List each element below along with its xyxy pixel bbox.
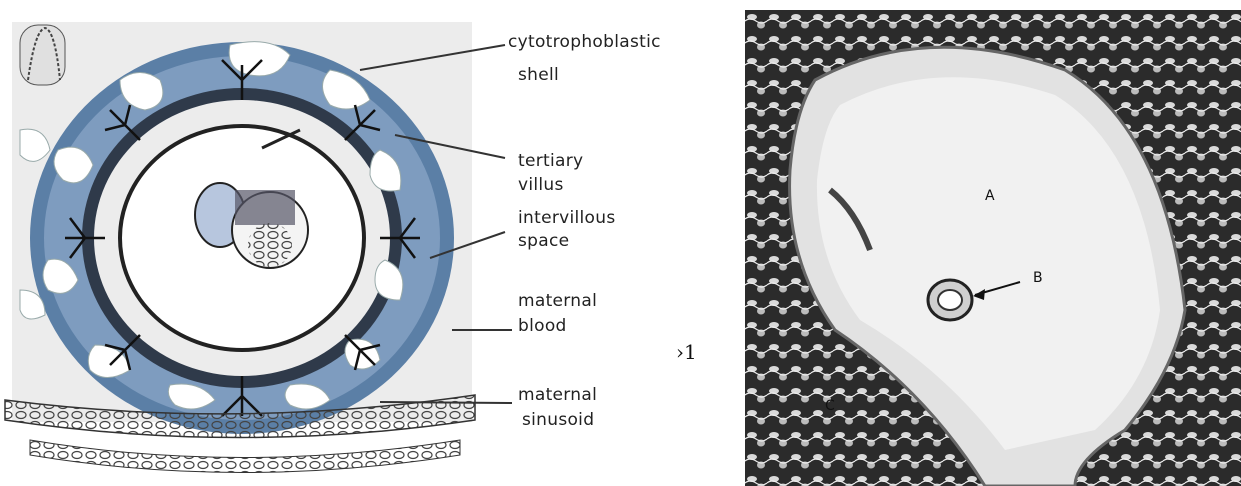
label-b: B xyxy=(1033,270,1043,286)
label-blood: blood xyxy=(518,316,567,336)
label-maternal-blood-1: maternal xyxy=(518,291,597,311)
chorionic-sac-diagram: cytotrophoblastic shell tertiary villus … xyxy=(0,0,680,486)
chorionic-sac-micrograph: A B C xyxy=(745,10,1241,486)
label-space: space xyxy=(518,231,569,251)
label-shell: shell xyxy=(518,65,559,85)
label-a: A xyxy=(985,188,995,204)
label-tertiary: tertiary xyxy=(518,151,583,171)
label-maternal-sinusoid-1: maternal xyxy=(518,385,597,405)
uterine-gland xyxy=(20,25,65,85)
embryo-structure-b xyxy=(928,280,972,320)
label-intervillous: intervillous xyxy=(518,208,615,228)
figure-number-fragment: ›1 xyxy=(676,340,697,364)
label-c: C xyxy=(825,398,835,414)
label-sinusoid: sinusoid xyxy=(522,410,594,430)
diagram-labels: cytotrophoblastic shell tertiary villus … xyxy=(508,32,661,430)
label-villus: villus xyxy=(518,175,564,195)
label-cytotrophoblastic: cytotrophoblastic xyxy=(508,32,661,52)
